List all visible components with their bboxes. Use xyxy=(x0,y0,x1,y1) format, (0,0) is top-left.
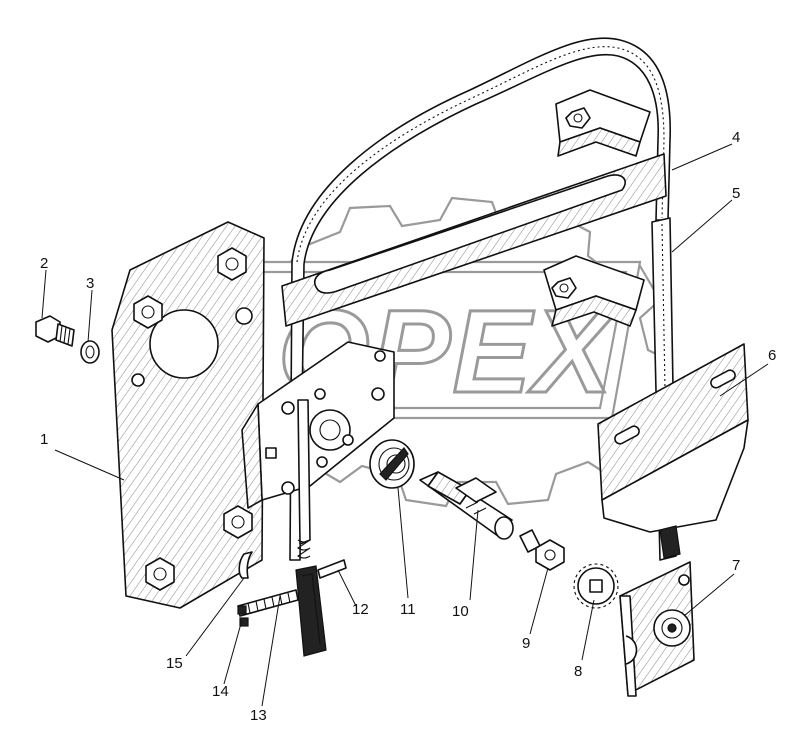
callout-2: 2 xyxy=(40,255,48,272)
callout-labels: 1 2 3 4 5 6 7 8 9 10 11 12 13 14 15 xyxy=(40,129,776,724)
cotter-pin xyxy=(238,551,253,579)
spiral-spring xyxy=(369,439,415,489)
middle-bracket xyxy=(543,255,645,327)
nut-icon xyxy=(145,557,175,591)
callout-5: 5 xyxy=(732,185,740,202)
callout-9: 9 xyxy=(522,635,530,652)
glass-holder xyxy=(597,343,749,559)
toothed-strip xyxy=(237,589,299,627)
pulley-bracket xyxy=(619,561,695,697)
callout-13: 13 xyxy=(250,707,267,724)
cable-end xyxy=(295,565,327,657)
nut-icon xyxy=(565,107,591,129)
callout-6: 6 xyxy=(768,347,776,364)
screw xyxy=(519,529,565,571)
glass-run-channel xyxy=(289,37,672,561)
regulator-housing xyxy=(241,341,395,509)
drive-shaft xyxy=(419,471,514,540)
cross-rail xyxy=(281,153,667,327)
cable-spring xyxy=(297,539,311,559)
pin-strip xyxy=(317,559,347,579)
mounting-plate xyxy=(111,221,265,609)
callout-10: 10 xyxy=(452,603,469,620)
nut-icon xyxy=(223,505,253,539)
callout-4: 4 xyxy=(732,129,740,146)
nut-icon xyxy=(217,247,247,281)
callout-15: 15 xyxy=(166,655,183,672)
callout-11: 11 xyxy=(400,601,416,618)
nut-icon xyxy=(133,295,163,329)
leader-lines xyxy=(41,143,769,707)
upper-bracket xyxy=(555,89,651,157)
bolt xyxy=(35,315,75,347)
drive-cable xyxy=(297,399,311,545)
callout-3: 3 xyxy=(86,275,94,292)
washer xyxy=(80,340,100,364)
callout-14: 14 xyxy=(212,683,229,700)
nut-icon xyxy=(551,277,577,299)
callout-1: 1 xyxy=(40,431,48,448)
callout-12: 12 xyxy=(352,601,369,618)
callout-7: 7 xyxy=(732,557,740,574)
sprocket-gear xyxy=(573,563,619,609)
callout-8: 8 xyxy=(574,663,582,680)
